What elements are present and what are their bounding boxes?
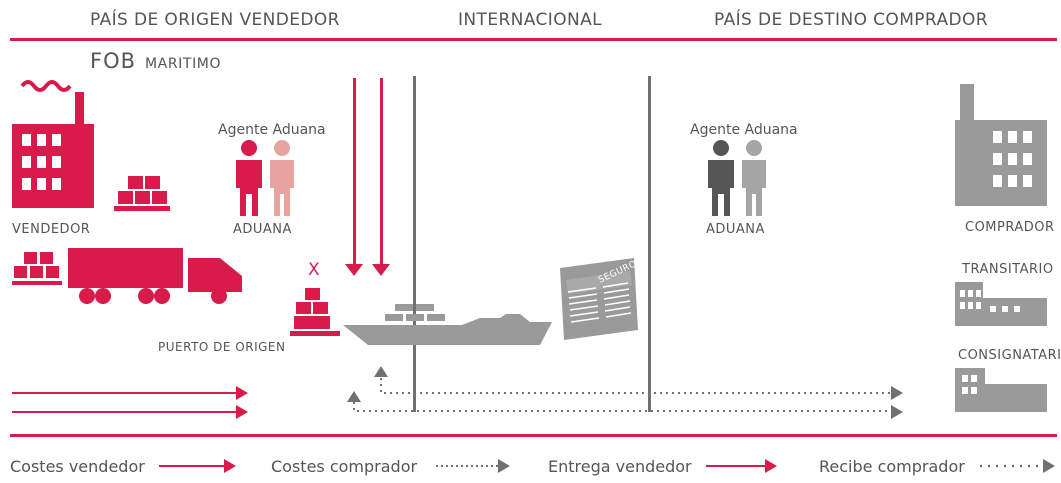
customs-agent-origin-label: Agente Aduana [218,122,326,138]
port-origin-label: PUERTO DE ORIGEN [158,340,285,354]
legend: Costes vendedor Costes comprador Entrega… [10,457,1055,476]
cargo-ship-icon [343,304,552,345]
buyer-factory-icon [955,84,1047,206]
risk-transfer-mark: X [308,260,320,280]
seller-label: VENDEDOR [12,222,90,237]
legend-buyer-receives: Recibe comprador [819,457,965,476]
customs-origin-label: ADUANA [233,222,292,237]
consignee-building-icon [955,368,1047,412]
legend-buyer-costs: Costes comprador [271,457,417,476]
buyer-cost-arrowheads [347,366,903,419]
footer-divider [10,434,1057,437]
destination-border-line [648,76,651,412]
header-origin: PAÍS DE ORIGEN VENDEDOR [90,8,340,30]
customs-agent-destination-label: Agente Aduana [690,122,798,138]
truck-icon [12,248,242,304]
origin-border-line [413,76,416,412]
legend-buyer-costs-arrow [498,459,510,473]
legend-seller-costs-arrow [224,459,236,473]
insurance-document-icon: SEGURO [560,258,639,340]
legend-buyer-receives-arrow [1043,459,1055,473]
legend-seller-costs-line [159,465,225,467]
goods-boxes-icon [114,176,170,211]
seller-cost-lines [12,386,248,419]
header-divider [10,38,1057,41]
header-international: INTERNACIONAL [458,10,602,30]
header-destination: PAÍS DE DESTINO COMPRADOR [714,8,988,30]
legend-seller-delivers-arrow [765,459,777,473]
forwarder-label: TRANSITARIO [961,262,1054,277]
forwarder-building-icon [955,282,1047,326]
buyer-label: COMPRADOR [965,220,1055,235]
port-goods-icon [290,288,340,336]
incoterm-mode: MARITIMO [145,56,221,72]
consignee-label: CONSIGNATARIO [958,348,1061,363]
customs-agent-origin-icon [236,140,294,216]
seller-delivery-arrows [345,78,390,276]
seller-factory-icon [12,80,94,208]
buyer-cost-lines [353,378,890,412]
legend-seller-delivers-line [706,465,766,467]
legend-seller-costs: Costes vendedor [10,457,145,476]
customs-destination-label: ADUANA [706,222,765,237]
legend-seller-delivers: Entrega vendedor [548,457,692,476]
customs-agent-destination-icon [708,140,766,216]
incoterm-code: FOB [90,49,136,73]
